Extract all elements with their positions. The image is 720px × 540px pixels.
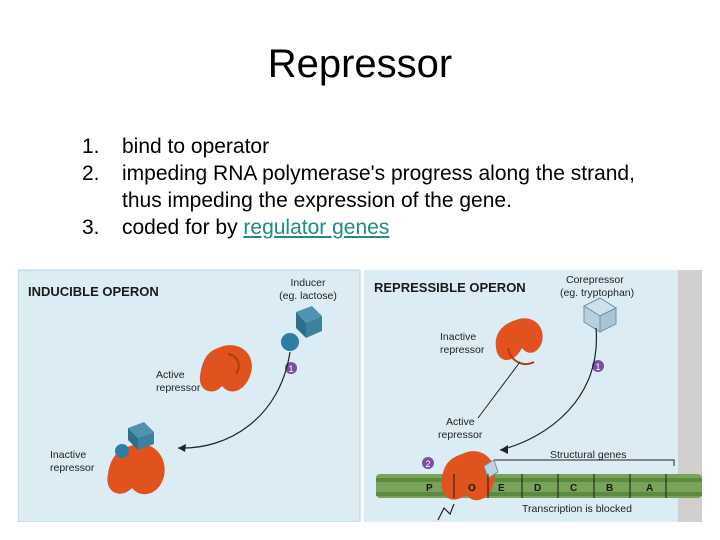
dna-label-d: D: [534, 483, 541, 494]
dna-label-o: O: [468, 483, 476, 494]
inducer-ball-icon: [281, 333, 299, 351]
active-repressor-label-2: repressor: [156, 382, 201, 394]
inactive-repressor-label-2: repressor: [50, 462, 95, 474]
inducer-label-1: Inducer: [290, 277, 326, 289]
bullet-text: bind to operator: [122, 135, 269, 158]
operon-figure: INDUCIBLE OPERON Inducer (eg. lactose) A…: [18, 268, 702, 522]
dna-label-c: C: [570, 483, 577, 494]
svg-text:1: 1: [595, 362, 600, 372]
svg-text:2: 2: [425, 459, 430, 469]
inactive-repressor-label-r2: repressor: [440, 344, 485, 356]
bullet-number: 3.: [82, 214, 100, 241]
bullet-list: 1. bind to operator 2. impeding RNA poly…: [82, 133, 712, 241]
inducer-label-2: (eg. lactose): [279, 290, 337, 302]
corepressor-label-1: Corepressor: [566, 274, 624, 286]
operon-diagram: INDUCIBLE OPERON Inducer (eg. lactose) A…: [18, 268, 702, 522]
dna-label-b: B: [606, 483, 613, 494]
active-repressor-label-r1: Active: [446, 416, 475, 428]
bullet-item-2: 2. impeding RNA polymerase's progress al…: [82, 160, 712, 214]
repressible-heading: REPRESSIBLE OPERON: [374, 280, 526, 295]
bullet-text-continued: thus impeding the expression of the gene…: [122, 189, 512, 212]
transcription-blocked-label: Transcription is blocked: [522, 503, 632, 515]
bullet-text: impeding RNA polymerase's progress along…: [122, 162, 635, 185]
inactive-repressor-label-1: Inactive: [50, 449, 86, 461]
active-repressor-label-r2: repressor: [438, 429, 483, 441]
dna-label-e: E: [498, 483, 505, 494]
regulator-genes-link[interactable]: regulator genes: [243, 216, 389, 239]
structural-genes-label: Structural genes: [550, 449, 626, 461]
bullet-item-3: 3. coded for by regulator genes: [82, 214, 712, 241]
inducible-heading: INDUCIBLE OPERON: [28, 284, 159, 299]
corepressor-label-2: (eg. tryptophan): [560, 287, 634, 299]
bullet-number: 1.: [82, 133, 100, 160]
active-repressor-label-1: Active: [156, 369, 185, 381]
dna-label-a: A: [646, 483, 653, 494]
bullet-number: 2.: [82, 160, 100, 187]
slide-title: Repressor: [0, 42, 720, 87]
inactive-repressor-label-r1: Inactive: [440, 331, 476, 343]
dna-label-p: P: [426, 483, 433, 494]
svg-text:1: 1: [288, 364, 293, 374]
bullet-text: coded for by: [122, 216, 243, 239]
bullet-item-1: 1. bind to operator: [82, 133, 712, 160]
